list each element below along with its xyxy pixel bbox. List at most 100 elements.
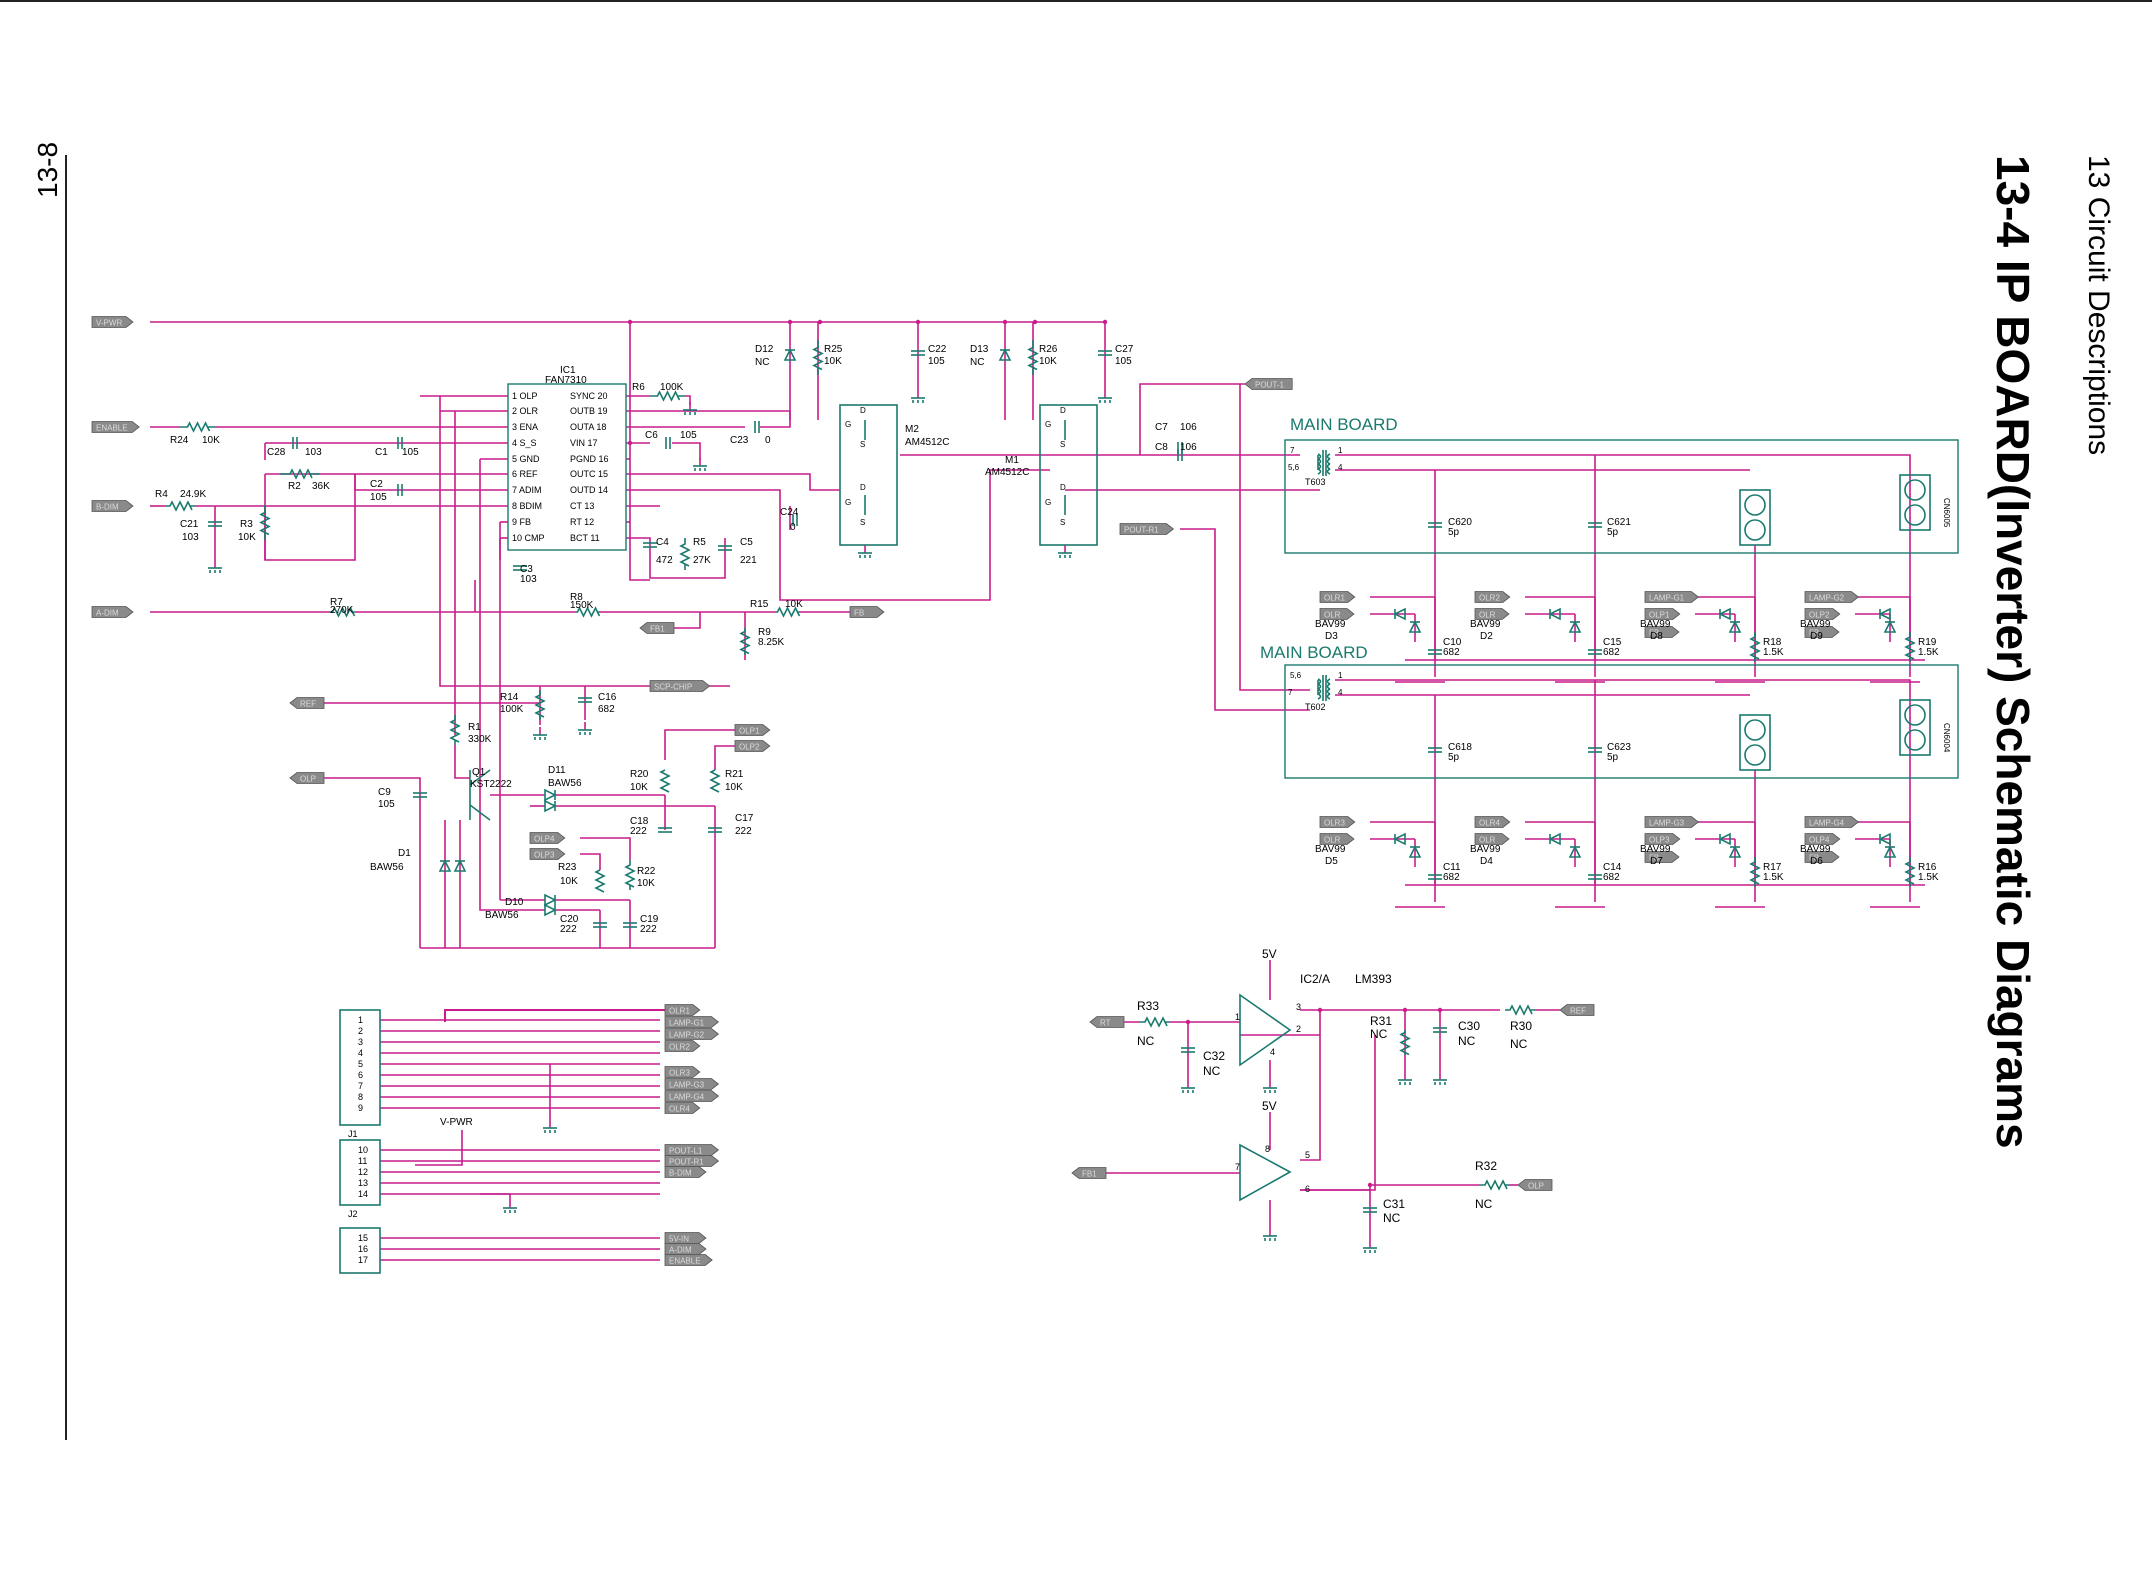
signal-tag-shape: [664, 1102, 701, 1114]
group-diode-part: BAV99: [1800, 619, 1831, 630]
main-board-bottom-group-2-tag-1: OLR4: [1474, 816, 1511, 828]
d1-ref: D1: [398, 848, 411, 859]
group-diode-ref: D3: [1325, 631, 1338, 642]
group-diode-ref: D5: [1325, 856, 1338, 867]
wire: [415, 1130, 463, 1166]
signal-tag-text: FB1: [1082, 1170, 1097, 1179]
wire: [479, 459, 500, 911]
lamp-connector-pin: [1744, 494, 1766, 516]
main-board-bottom-group-3-diode-a: [1718, 832, 1731, 846]
ic1-right-pin-15: OUTC 15: [570, 469, 608, 479]
signal-tag-text: POUT-R1: [669, 1158, 704, 1167]
main-board-top-group-2-tag-1: OLR2: [1474, 591, 1511, 603]
lamp-connector-pin: [1744, 744, 1766, 766]
main-board-top-group-3-diode-a: [1718, 607, 1731, 621]
ic1-right-pin-19: OUTB 19: [570, 406, 608, 416]
ic1-left-pin-1: 1 OLP: [512, 391, 538, 401]
c17-ref: C17: [735, 813, 754, 824]
c28-value: 103: [305, 447, 322, 458]
c28-ref: C28: [267, 447, 286, 458]
connector-pin-number: 13: [358, 1178, 368, 1188]
wire: [626, 537, 726, 579]
cap-ref: C618: [1448, 742, 1472, 753]
connector-name: J1: [348, 1129, 358, 1139]
signal-tag-text: OLR1: [1324, 594, 1345, 603]
group-cap-ref: C10: [1443, 637, 1462, 648]
lamp-connector-pin: [1904, 704, 1926, 726]
lamp-connector-a: [1739, 489, 1771, 546]
pout-l1-tag: POUT-1: [1244, 378, 1293, 390]
group-cap-ref: C15: [1603, 637, 1622, 648]
connector-j1-outline: [339, 1009, 381, 1126]
d11-value: BAW56: [548, 778, 582, 789]
ic1-left-pin-8: 8 BDIM: [512, 501, 542, 511]
r26-value: 10K: [1039, 356, 1057, 367]
ic1-left-pin-3: 3 ENA: [512, 422, 538, 432]
signal-tag-text: A-DIM: [96, 609, 119, 618]
signal-tag-text: SCP-CHIP: [654, 683, 692, 692]
group-diode-part: BAV99: [1470, 844, 1501, 855]
left-margin-rule: [65, 155, 67, 1440]
c20-value: 222: [560, 924, 577, 935]
ic1-right-pin-13: CT 13: [570, 501, 594, 511]
signal-tag-shape: [1089, 1016, 1125, 1028]
signal-tag-text: OLR: [1324, 611, 1341, 620]
mosfet-pin-d: D: [1060, 483, 1066, 492]
fb1-tag: FB1: [639, 622, 675, 634]
junction-dot: [627, 440, 633, 446]
r31-value: NC: [1370, 1027, 1388, 1041]
resistor-symbol: [165, 500, 195, 512]
signal-tag-shape: [1644, 626, 1680, 638]
connector-j3-outline: [339, 1227, 381, 1274]
r30-value: NC: [1510, 1037, 1528, 1051]
signal-tag-shape: [1517, 1179, 1553, 1191]
wire: [439, 396, 730, 687]
r9-value: 8.25K: [758, 637, 784, 648]
d13-value: NC: [970, 357, 984, 368]
comparator-pin-4: 4: [1270, 1047, 1275, 1057]
ref-comparator-tag: REF: [1559, 1004, 1595, 1016]
signal-tag-shape: [664, 1144, 720, 1156]
main-board-top-group-3-tag-2: OLP1: [1644, 608, 1681, 620]
signal-tag-shape: [1644, 591, 1700, 603]
mosfet-pin-s: S: [1060, 440, 1065, 449]
junction-dot: [1317, 1007, 1323, 1013]
connector-name: J2: [348, 1209, 358, 1219]
group-diode-ref: D2: [1480, 631, 1493, 642]
connector-signal-tag: LAMP-G1: [664, 1016, 720, 1028]
signal-tag-text: OLR: [1479, 611, 1496, 620]
bdim-input-tag: B-DIM: [91, 500, 134, 512]
r33-value: NC: [1137, 1034, 1155, 1048]
r4-value: 24.9K: [180, 489, 206, 500]
r25-ref: R25: [824, 344, 843, 355]
ic1-left-pin-10: 10 CMP: [512, 533, 545, 543]
c22-ref: C22: [928, 344, 947, 355]
connector-pin-number: 10: [358, 1145, 368, 1155]
signal-tag-shape: [91, 500, 134, 512]
signal-tag-text: OLR4: [1479, 819, 1500, 828]
signal-tag-text: FB1: [650, 625, 665, 634]
r8-ref: R8: [570, 592, 583, 603]
transformer-coil: [1326, 463, 1331, 470]
resistor-symbol: [575, 606, 601, 618]
group-res-value: 1.5K: [1918, 872, 1939, 883]
c16-value: 682: [598, 704, 615, 715]
transformer-pin: 7: [1288, 688, 1293, 697]
signal-tag-text: ENABLE: [669, 1257, 701, 1266]
signal-tag-text: OLP1: [1649, 611, 1670, 620]
signal-tag-shape: [1804, 626, 1840, 638]
signal-tag-shape: [1644, 851, 1680, 863]
lamp-connector-a: [1739, 714, 1771, 771]
signal-tag-shape: [289, 772, 325, 784]
cap-value: 5p: [1448, 752, 1460, 763]
resistor-symbol: [534, 690, 546, 720]
resistor-symbol: [659, 769, 671, 793]
lamp-connector-pin: [1744, 519, 1766, 541]
r30-ref: R30: [1510, 1019, 1532, 1033]
main-board-bottom: MAIN BOARD: [1260, 643, 1959, 779]
ic1-right-pin-12: RT 12: [570, 517, 594, 527]
resistor-symbol: [594, 869, 606, 893]
signal-tag-text: FB: [1649, 629, 1659, 638]
signal-tag-text: LAMP-G1: [1649, 594, 1685, 603]
